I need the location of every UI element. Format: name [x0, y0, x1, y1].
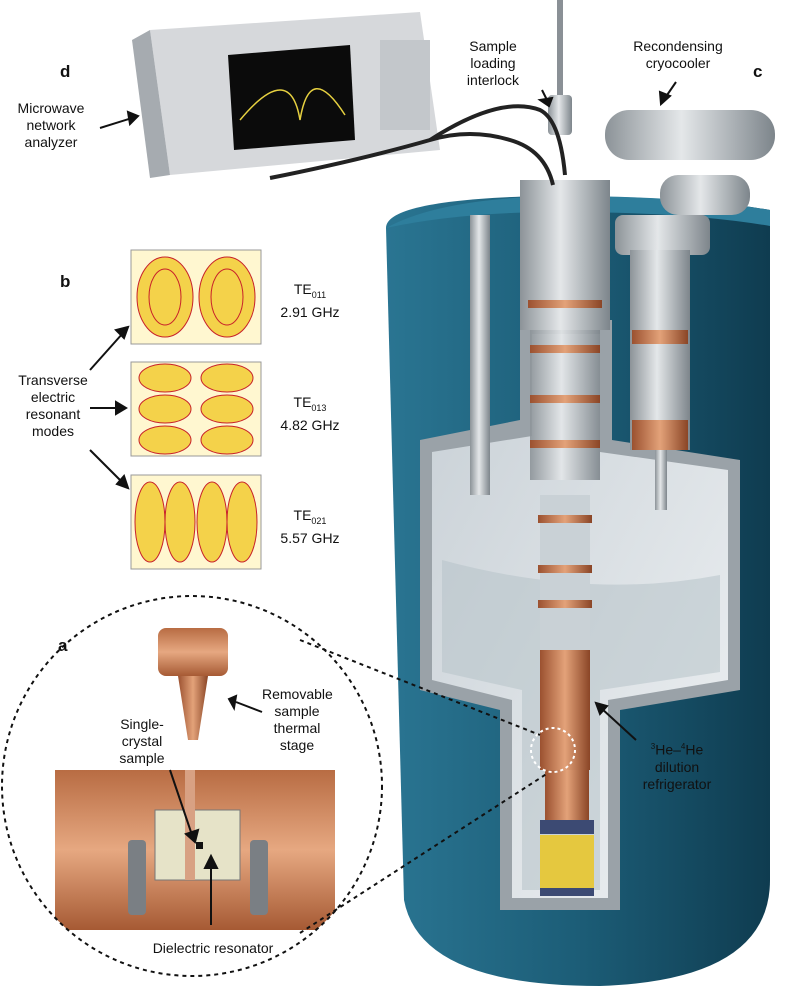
- panel-label-d: d: [60, 62, 71, 81]
- mode-frequency: 5.57 GHz: [280, 529, 340, 546]
- mode-plot-te021: [130, 474, 262, 570]
- dielectric-resonator-label: Dielectric resonator: [152, 940, 274, 956]
- label-line: sample: [274, 703, 320, 719]
- label-line: interlock: [466, 72, 520, 88]
- dilution-refrigerator-label: 3He–4He dilution refrigerator: [632, 738, 722, 793]
- mode-name: TE011: [270, 281, 350, 304]
- mode-plot-te013: [130, 361, 262, 457]
- mode-base: TE: [293, 281, 312, 297]
- inset-a: [1, 595, 549, 977]
- arrows: [89, 81, 677, 925]
- mode-frequency: 4.82 GHz: [280, 416, 340, 433]
- label-line: crystal: [121, 733, 163, 749]
- mode-base: TE: [293, 507, 312, 523]
- cryocooler: [605, 110, 775, 510]
- isotope-number: 3: [650, 742, 656, 751]
- mode-label-te021: TE021 5.57 GHz: [270, 507, 350, 547]
- sample-interlock-label: Sample loading interlock: [455, 38, 531, 89]
- label-text: He–: [655, 741, 681, 758]
- mode-frequency: 2.91 GHz: [280, 303, 340, 320]
- panel-label-b: b: [60, 272, 71, 291]
- mode-plot-te011: [130, 249, 262, 345]
- modes-caption: Transverse electric resonant modes: [15, 372, 91, 440]
- label-line: Single-: [120, 716, 164, 732]
- label-line: network: [26, 117, 76, 133]
- label-line: Transverse: [18, 372, 88, 388]
- label-line: modes: [31, 423, 75, 439]
- panel-label-a: a: [58, 636, 68, 655]
- mode-name: TE013: [270, 394, 350, 417]
- mode-subscript: 011: [311, 289, 327, 300]
- label-text: He: [685, 741, 704, 758]
- label-line: analyzer: [24, 134, 78, 150]
- label-line: loading: [470, 55, 516, 71]
- network-analyzer-label: Microwave network analyzer: [8, 100, 94, 151]
- mode-label-te013: TE013 4.82 GHz: [270, 394, 350, 434]
- label-line: Sample: [469, 38, 517, 54]
- mode-base: TE: [293, 394, 312, 410]
- label-line: thermal: [273, 720, 321, 736]
- label-line: Microwave: [17, 100, 85, 116]
- mode-subscript: 013: [311, 402, 327, 413]
- label-line: Removable: [262, 686, 333, 702]
- isotope-number: 4: [680, 742, 686, 751]
- network-analyzer: [132, 12, 567, 186]
- label-line: sample: [119, 750, 165, 766]
- insert: [470, 0, 610, 896]
- mode-subscript: 021: [311, 515, 327, 526]
- thermal-stage-label: Removable sample thermal stage: [262, 686, 333, 754]
- label-line: resonant: [25, 406, 81, 422]
- label-line: refrigerator: [642, 775, 712, 792]
- cryocooler-label: Recondensing cryocooler: [620, 38, 736, 72]
- label-line: dilution: [654, 758, 700, 775]
- panel-label-c: c: [753, 62, 763, 81]
- label-line: Recondensing: [633, 38, 723, 54]
- label-line: electric: [30, 389, 76, 405]
- crystal-sample-label: Single- crystal sample: [112, 716, 172, 767]
- mode-name: TE021: [270, 507, 350, 530]
- label-line: 3He–4He: [632, 738, 722, 759]
- label-line: cryocooler: [645, 55, 711, 71]
- label-line: stage: [279, 737, 315, 753]
- mode-label-te011: TE011 2.91 GHz: [270, 281, 350, 321]
